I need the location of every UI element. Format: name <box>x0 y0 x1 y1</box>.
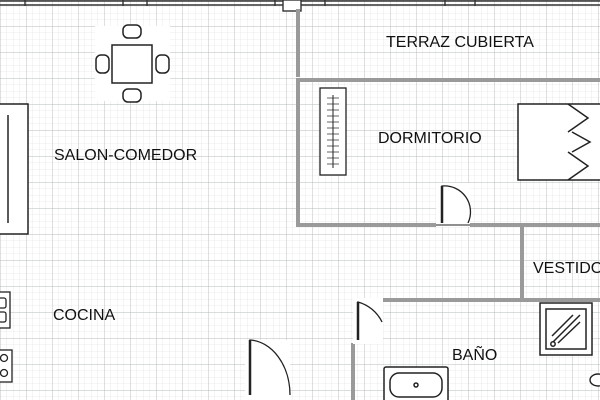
label-vestidor: VESTIDO <box>533 260 600 277</box>
bedroom-door <box>436 183 472 227</box>
bathtub <box>383 366 449 400</box>
label-salon-comedor: SALON-COMEDOR <box>54 147 197 164</box>
label-bano: BAÑO <box>452 344 497 364</box>
bathroom-door <box>353 298 383 344</box>
sofa <box>0 103 29 235</box>
bed <box>517 103 600 181</box>
column-top <box>282 0 302 12</box>
kitchen-door <box>245 339 291 400</box>
label-cocina: COCINA <box>53 307 116 324</box>
toilet <box>589 373 600 387</box>
label-terraza: TERRAZ CUBIERTA <box>386 34 534 51</box>
kitchen-counter <box>0 291 13 383</box>
wardrobe <box>319 87 347 176</box>
shower <box>539 302 593 356</box>
interior-walls <box>296 9 600 400</box>
label-dormitorio: DORMITORIO <box>378 130 482 147</box>
dining-table <box>95 24 170 103</box>
